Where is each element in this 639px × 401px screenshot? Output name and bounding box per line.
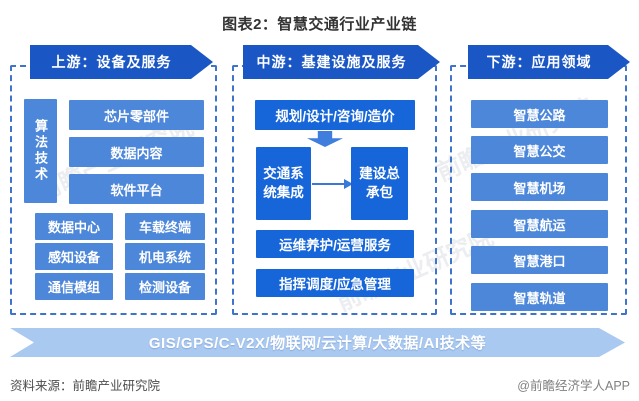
page-title: 图表2：智慧交通行业产业链	[222, 16, 417, 33]
box-electromechanical-system: 机电系统	[125, 243, 205, 270]
box-smart-highway: 智慧公路	[471, 100, 608, 128]
credit-note: @前瞻经济学人APP	[517, 379, 630, 393]
box-smart-port: 智慧港口	[471, 246, 608, 274]
box-smart-airport: 智慧机场	[471, 173, 608, 201]
box-construction-contracting: 建设总承包	[351, 147, 408, 220]
box-algorithm-tech: 算法技术	[24, 99, 57, 203]
box-sensing-device: 感知设备	[35, 243, 113, 270]
upstream-column: 算法技术 芯片零部件 数据内容 软件平台 数据中心 车载终端 感知设备 机电系统…	[10, 65, 217, 315]
box-operation-maintenance: 运维养护/运营服务	[256, 230, 414, 258]
upstream-header: 上游：设备及服务	[30, 45, 213, 79]
midstream-column: 规划/设计/咨询/造价 交通系统集成 建设总承包 运维养护/运营服务 指挥调度/…	[232, 65, 437, 315]
box-vehicle-terminal: 车载终端	[125, 213, 205, 240]
midstream-header: 中游：基建设施及服务	[243, 45, 440, 79]
box-detection-device: 检测设备	[125, 273, 205, 300]
technology-banner: GIS/GPS/C-V2X/物联网/云计算/大数据/AI技术等	[10, 328, 625, 357]
box-traffic-system-integration: 交通系统集成	[256, 147, 311, 220]
box-software-platform: 软件平台	[69, 174, 204, 204]
box-smart-shipping: 智慧航运	[471, 210, 608, 238]
source-note: 资料来源：前瞻产业研究院	[10, 379, 161, 393]
box-smart-rail: 智慧轨道	[471, 283, 608, 311]
box-smart-bus: 智慧公交	[471, 136, 608, 164]
box-data-center: 数据中心	[35, 213, 113, 240]
downstream-column: 智慧公路 智慧公交 智慧机场 智慧航运 智慧港口 智慧轨道	[450, 65, 627, 315]
box-communication-module: 通信模组	[35, 273, 113, 300]
box-chip-components: 芯片零部件	[69, 100, 204, 130]
box-data-content: 数据内容	[69, 137, 204, 167]
downstream-header: 下游：应用领域	[468, 45, 630, 79]
box-dispatch-emergency: 指挥调度/应急管理	[256, 269, 414, 297]
right-arrow-icon	[312, 179, 353, 189]
box-planning-design: 规划/设计/咨询/造价	[255, 100, 415, 130]
down-arrow-icon	[307, 131, 343, 147]
